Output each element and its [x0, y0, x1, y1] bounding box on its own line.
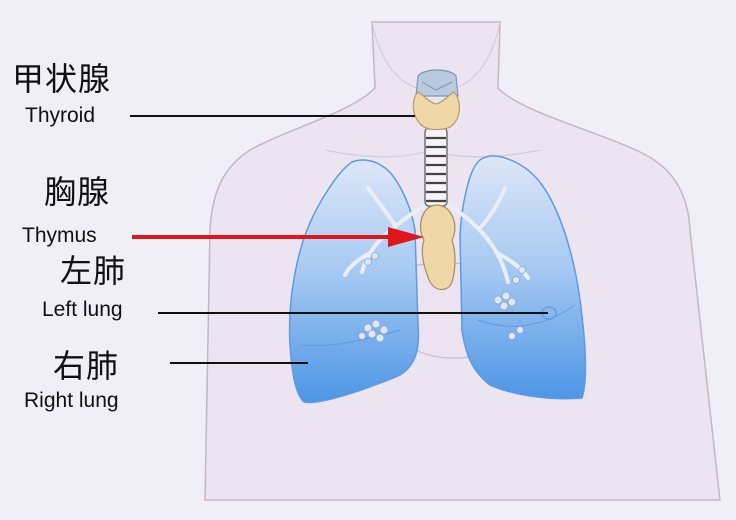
- larynx: [415, 69, 459, 97]
- right-lung-inner-contour: [301, 329, 401, 347]
- trachea: [424, 127, 448, 207]
- bronchiole-clusters: [358, 252, 526, 343]
- left-lung-fissure: [477, 304, 576, 327]
- right-lung-label-en: Right lung: [24, 389, 119, 412]
- thymus-pointer-arrowhead: [388, 227, 424, 247]
- left-lung-label-zh: 左肺: [60, 252, 127, 290]
- thyroid-gland: [412, 91, 460, 131]
- thymus-gland: [419, 204, 456, 291]
- thyroid-label-en: Thyroid: [25, 104, 96, 127]
- thymus-label-zh: 胸腺: [44, 173, 111, 211]
- thyroid-label-zh: 甲状腺: [12, 60, 112, 98]
- bronchial-tree: [343, 186, 530, 284]
- right-lung-label-zh: 右肺: [53, 347, 120, 385]
- thymus-label-en: Thymus: [22, 224, 97, 247]
- left-lung-label-en: Left lung: [42, 298, 123, 321]
